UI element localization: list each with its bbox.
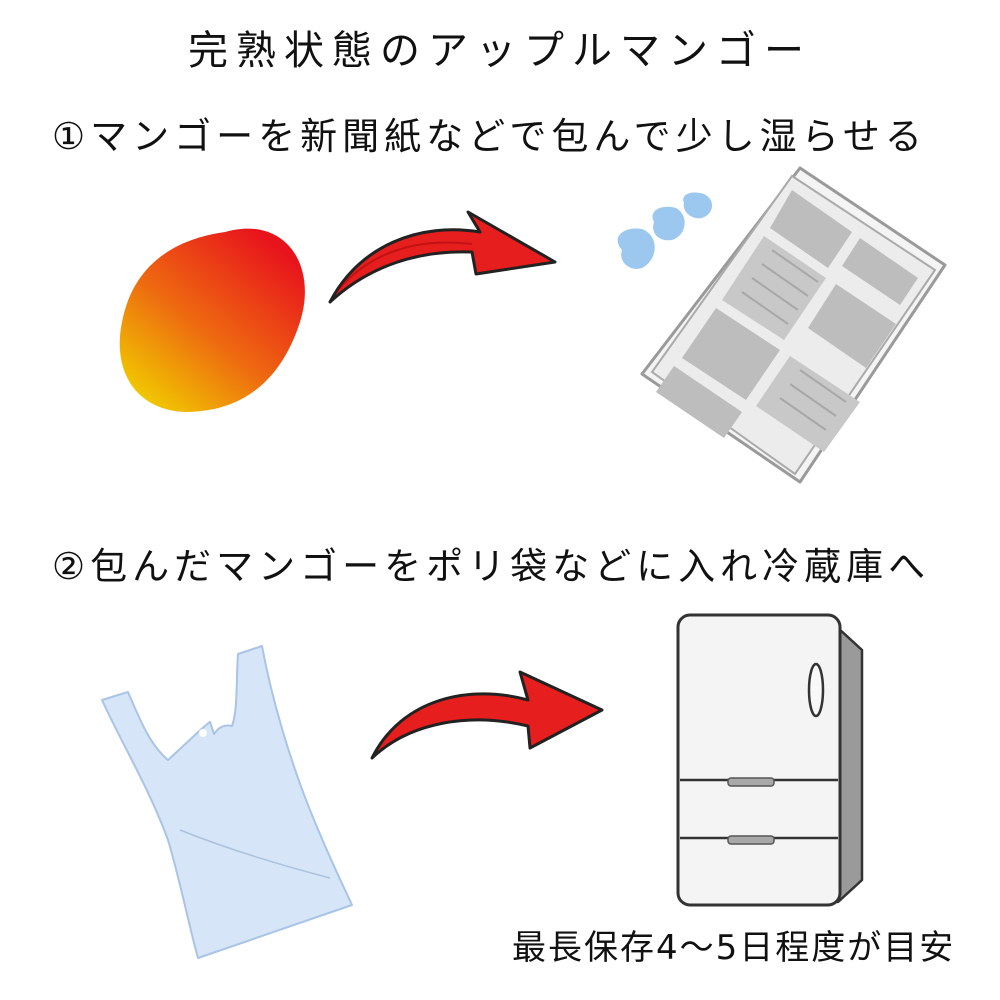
refrigerator-icon (676, 613, 864, 907)
step-2-text: ②包んだマンゴーをポリ袋などに入れ冷蔵庫へ (52, 545, 931, 588)
mango-icon (119, 228, 305, 412)
page-title: 完熟状態のアップルマンゴー (188, 28, 812, 74)
arrow-icon (328, 210, 557, 304)
water-drops-icon (617, 192, 713, 269)
newspaper-icon (640, 166, 947, 484)
arrow-icon (370, 670, 604, 760)
plastic-bag-icon (101, 645, 353, 959)
step-1-text: ①マンゴーを新聞紙などで包んで少し湿らせる (52, 115, 927, 158)
storage-note: 最長保存4〜5日程度が目安 (512, 928, 956, 968)
